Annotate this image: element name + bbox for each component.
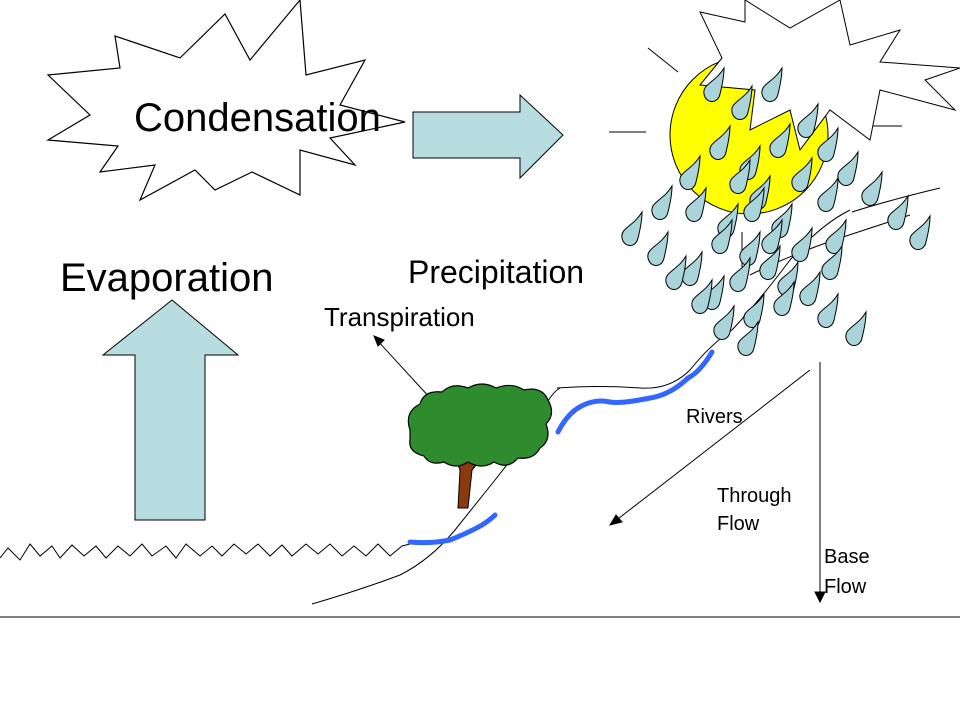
raindrop-icon <box>713 304 735 340</box>
raindrop-icon <box>769 122 791 158</box>
raindrop-icon <box>761 218 783 254</box>
raindrop-icon <box>665 254 687 290</box>
raindrop-icon <box>837 150 859 186</box>
raindrop-icon <box>845 310 867 346</box>
base-flow-label-line1: Base <box>824 546 870 568</box>
raindrop-icon <box>887 194 909 230</box>
raindrop-icon <box>821 244 843 280</box>
raindrop-icon <box>743 292 765 328</box>
raindrop-icon <box>817 126 839 162</box>
base-flow-label: Base Flow <box>824 542 870 602</box>
river-upper <box>555 349 715 435</box>
condensation-label: Condensation <box>134 96 381 140</box>
through-flow-arrow <box>608 369 811 526</box>
hill-top <box>556 329 733 389</box>
raindrop-icon <box>621 210 643 246</box>
tree-icon <box>407 383 553 509</box>
subsurface-line-3 <box>851 187 941 213</box>
precipitation-label: Precipitation <box>408 254 585 290</box>
raindrop-icon <box>791 156 813 192</box>
raindrop-icon <box>743 186 765 222</box>
condensation-cloud-icon <box>46 0 406 202</box>
river-lower <box>407 512 498 546</box>
evaporation-label: Evaporation <box>60 256 274 300</box>
raindrop-icon <box>691 278 713 314</box>
through-flow-label: Through Flow <box>717 482 792 538</box>
through-flow-label-line1: Through <box>717 485 792 507</box>
raindrop-icon <box>861 170 883 206</box>
raindrop-icon <box>703 66 725 102</box>
raindrop-icon <box>729 256 751 292</box>
precipitation-cloud-icon <box>699 0 960 152</box>
transpiration-label: Transpiration <box>324 302 475 332</box>
raindrop-icon <box>759 244 781 280</box>
rivers <box>407 349 715 546</box>
raindrop-icon <box>711 218 733 254</box>
tree-foliage <box>407 383 553 467</box>
raindrop-icon <box>647 230 669 266</box>
raindrop-icon <box>737 320 759 356</box>
raindrop-icon <box>799 270 821 306</box>
rivers-label: Rivers <box>686 406 743 428</box>
raindrop-icon <box>681 250 703 286</box>
raindrop-icon <box>731 84 753 120</box>
base-flow-arrow <box>814 362 826 604</box>
raindrop-icon <box>825 218 847 254</box>
raindrop-icon <box>651 184 673 220</box>
raindrop-icon <box>709 124 731 160</box>
base-flow-label-line2: Flow <box>824 576 867 598</box>
raindrop-icon <box>729 158 751 194</box>
raindrop-icon <box>791 226 813 262</box>
raindrops <box>621 66 931 356</box>
transpiration-arrow <box>373 335 433 401</box>
sea-surface <box>0 543 411 561</box>
arrow-up-icon <box>101 299 240 521</box>
raindrop-icon <box>817 176 839 212</box>
raindrop-icon <box>679 154 701 190</box>
raindrop-icon <box>797 102 819 138</box>
arrow-right-icon <box>412 93 564 180</box>
raindrop-icon <box>761 66 783 102</box>
raindrop-icon <box>773 280 795 316</box>
raindrop-icon <box>909 214 931 250</box>
raindrop-icon <box>817 292 839 328</box>
raindrop-icon <box>685 186 707 222</box>
through-flow-label-line2: Flow <box>717 513 760 535</box>
